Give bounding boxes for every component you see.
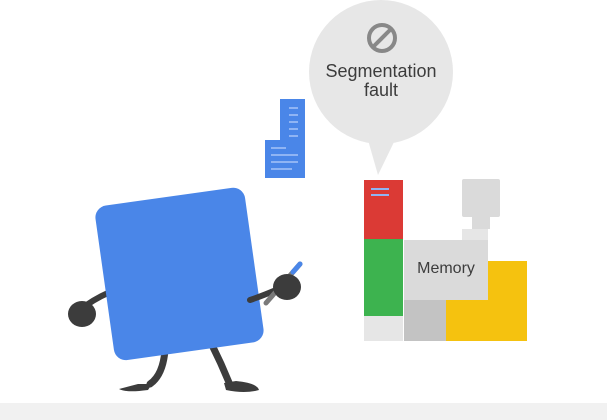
speech-bubble: Segmentation fault xyxy=(309,0,453,175)
memory-block-green xyxy=(364,239,403,316)
bubble-body xyxy=(309,0,453,144)
left-foot xyxy=(119,384,152,392)
left-hand xyxy=(68,301,96,327)
bubble-text-line2: fault xyxy=(364,80,398,100)
red-block-lines xyxy=(371,188,389,196)
character xyxy=(68,187,303,392)
right-leg xyxy=(208,341,234,389)
memory-block-bottom xyxy=(364,316,403,341)
memory-block-darkgray xyxy=(404,300,446,341)
program-block xyxy=(265,99,305,178)
bubble-text-line1: Segmentation xyxy=(325,61,436,81)
bottom-bar xyxy=(0,403,607,420)
right-foot xyxy=(224,381,259,392)
memory-connector xyxy=(472,217,490,229)
bubble-tail xyxy=(368,140,395,175)
memory-block-gray-small xyxy=(462,179,500,217)
character-body xyxy=(95,187,264,361)
right-hand xyxy=(273,274,301,300)
no-entry-icon xyxy=(367,23,397,53)
memory-block-gray xyxy=(404,240,488,300)
memory-label: Memory xyxy=(417,260,475,277)
memory-blocks: Memory xyxy=(364,179,527,341)
memory-block-light xyxy=(462,229,488,241)
